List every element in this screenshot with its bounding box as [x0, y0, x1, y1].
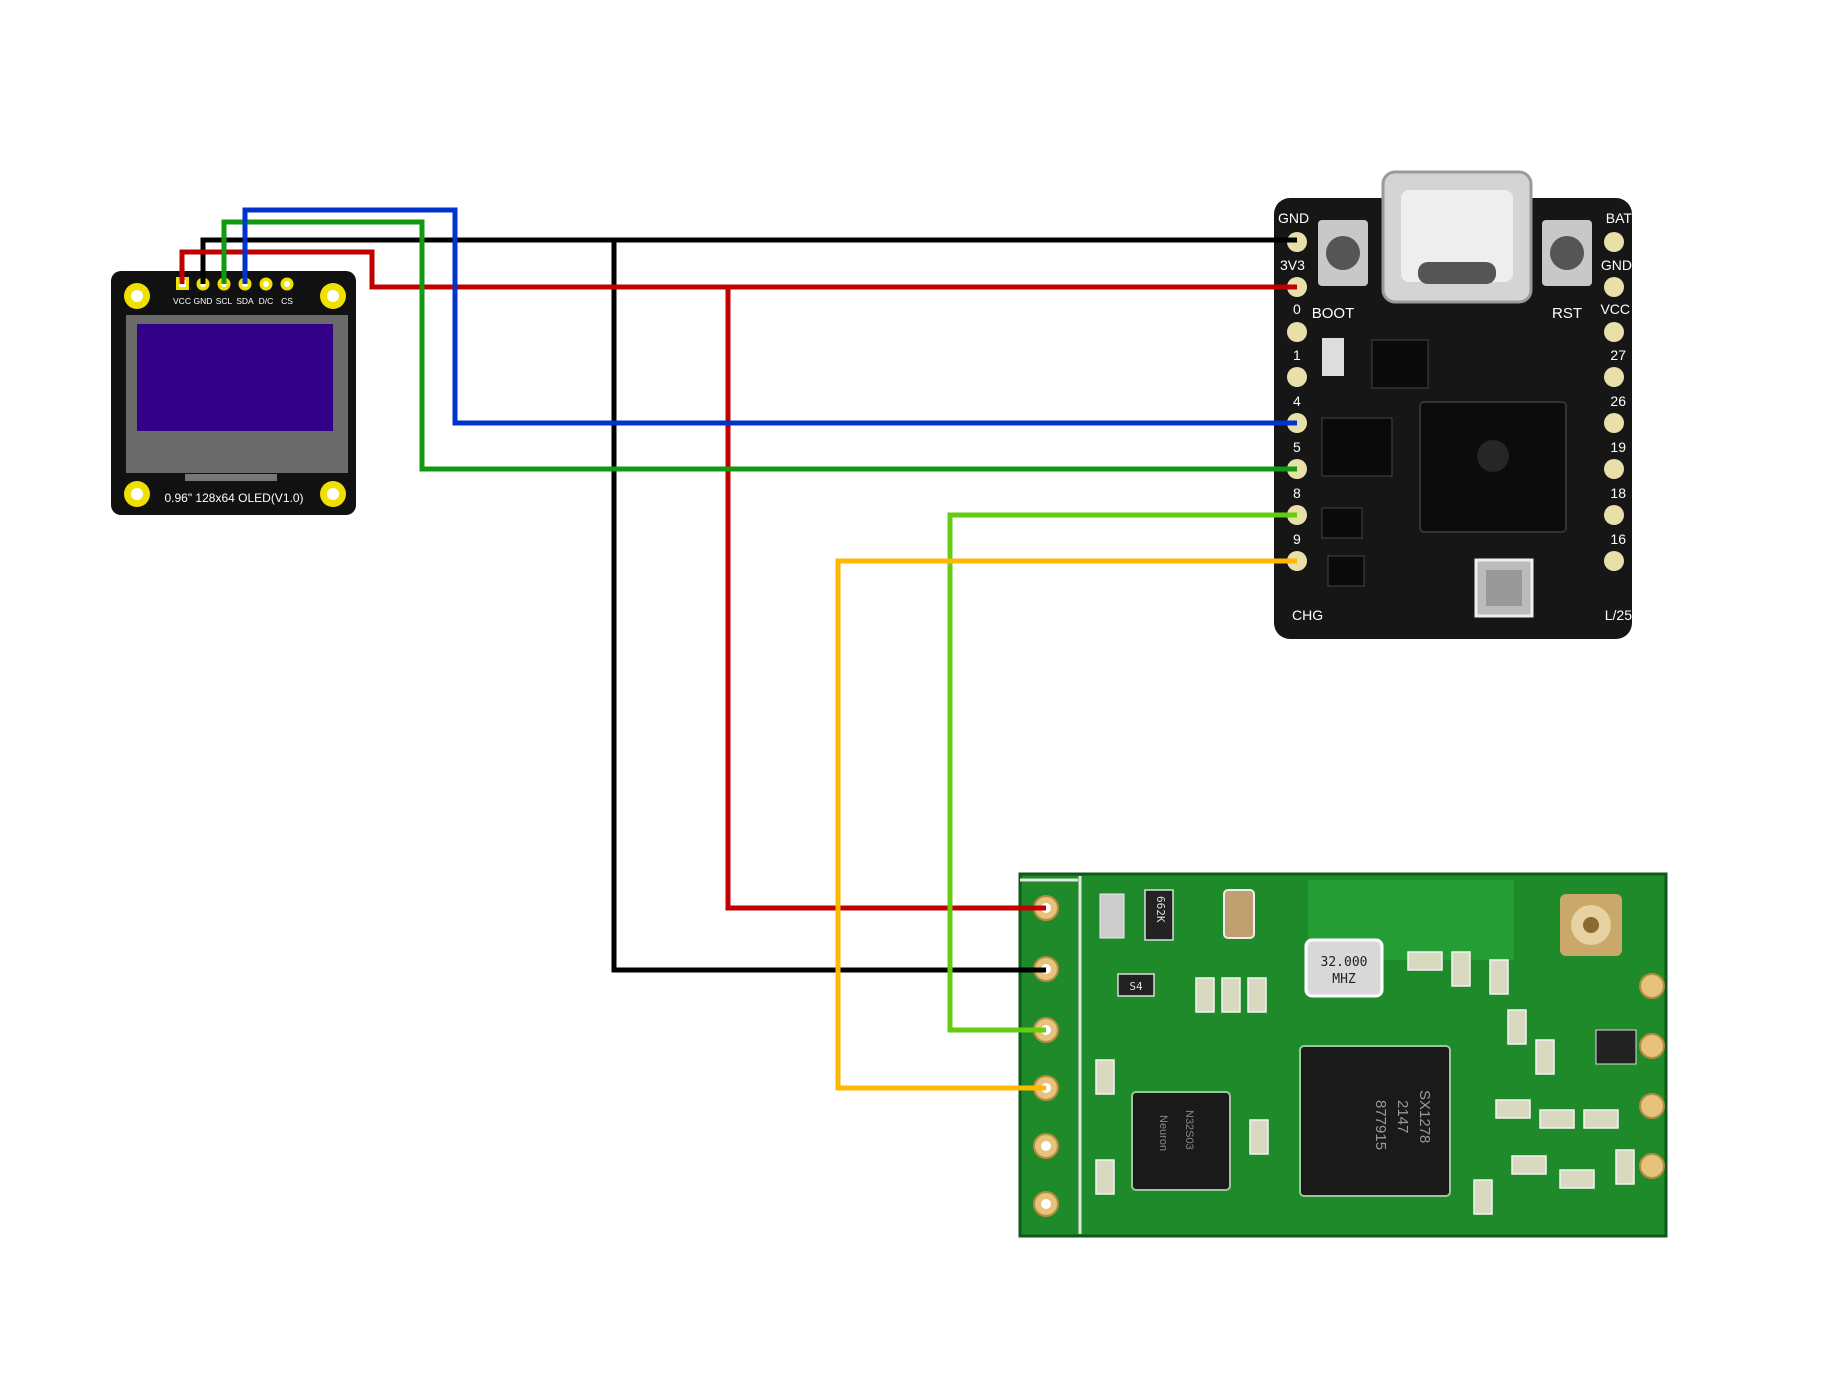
mcu-pin-label-16: 16	[1610, 531, 1626, 547]
wire-gnd-lora	[611, 240, 1046, 973]
wire-mcu8-lora	[947, 512, 1297, 1033]
crystal-label-unit: MHZ	[1332, 972, 1356, 987]
sx1278-chip	[1299, 1045, 1451, 1197]
mcu-pin-label-vcc: VCC	[1600, 301, 1630, 317]
wire-vcc-oled-mcu	[179, 249, 1297, 290]
oled-pin-label-cs: CS	[281, 296, 293, 306]
n32s03-part: N32S03	[1183, 1110, 1195, 1150]
oled-pin-label-sda: SDA	[236, 296, 254, 306]
oled-screen	[137, 324, 333, 431]
mcu-pin-label-8: 8	[1293, 485, 1301, 501]
oled-pin-label-dc: D/C	[259, 296, 274, 306]
mcu-pin-label-27: 27	[1610, 347, 1626, 363]
svg-text:S4: S4	[1129, 980, 1143, 993]
mcu-pin-label-chg: CHG	[1292, 607, 1323, 623]
wire-gnd-oled-mcu	[200, 237, 1297, 284]
mcu-pin-label-gnd: GND	[1278, 210, 1309, 226]
mcu-pin-label-26: 26	[1610, 393, 1626, 409]
wire-mcu9-lora	[835, 558, 1297, 1091]
diode-s4	[1117, 973, 1155, 997]
mcu-pin-label-l25: L/25	[1605, 607, 1632, 623]
mcu-right-pin-labels: BAT GND VCC 27 26 19 18 16 L/25	[1600, 210, 1632, 623]
raspberry-logo	[1477, 440, 1509, 472]
mcu-pin-label-1: 1	[1293, 347, 1301, 363]
crystal-label-freq: 32.000	[1321, 955, 1368, 970]
n32s03-vendor: Neuron	[1157, 1115, 1169, 1151]
mcu-pin-label-0: 0	[1293, 301, 1301, 317]
wires	[179, 207, 1297, 1091]
sx1278-label: SX1278	[1416, 1090, 1433, 1143]
lora-passives	[1095, 951, 1635, 1215]
resistor-662k	[1144, 889, 1174, 941]
lora-crystal	[1304, 938, 1384, 998]
mcu-pin-label-18: 18	[1610, 485, 1626, 501]
wire-scl	[221, 219, 1297, 472]
n32s03-chip	[1131, 1091, 1231, 1191]
oled-pin-label-scl: SCL	[216, 296, 233, 306]
boot-label: BOOT	[1312, 305, 1355, 322]
lora-right-pads	[1639, 973, 1665, 1179]
oled-caption: 0.96" 128x64 OLED(V1.0)	[164, 491, 303, 505]
sx1278-datecode: 2147	[1394, 1100, 1411, 1133]
mcu-pin-label-bat: BAT	[1606, 210, 1633, 226]
oled-pin-label-gnd: GND	[194, 296, 213, 306]
rst-label: RST	[1552, 305, 1582, 322]
mcu-pin-label-19: 19	[1610, 439, 1626, 455]
oled-module: VCC GND SCL SDA D/C CS 0.96" 128x64 OLED…	[111, 271, 356, 515]
mcu-right-pads	[1604, 232, 1624, 571]
sx1278-lot: 877915	[1372, 1100, 1389, 1150]
svg-text:662K: 662K	[1154, 896, 1167, 923]
n32s03-marking: Neuron N32S03	[1157, 1110, 1195, 1151]
mcu-board: BOOT RST	[1274, 170, 1632, 639]
mcu-left-pin-labels: GND 3V3 0 1 4 5 8 9 CHG	[1278, 210, 1323, 623]
oled-pin-label-vcc: VCC	[173, 296, 191, 306]
mcu-pin-label-3v3: 3V3	[1280, 257, 1305, 273]
wire-sda	[242, 207, 1297, 426]
mcu-pin-label-5: 5	[1293, 439, 1301, 455]
oled-pin-labels: VCC GND SCL SDA D/C CS	[173, 296, 293, 306]
lora-module: 32.000 MHZ SX1278 2147 877915 Neuron N32…	[1018, 872, 1668, 1238]
wire-vcc-lora	[725, 287, 1046, 911]
mcu-pin-label-4: 4	[1293, 393, 1301, 409]
mcu-left-pads	[1287, 232, 1307, 571]
sx1278-marking: SX1278 2147 877915	[1372, 1090, 1433, 1150]
mcu-pin-label-gnd-right: GND	[1601, 257, 1632, 273]
mcu-pin-label-9: 9	[1293, 531, 1301, 547]
